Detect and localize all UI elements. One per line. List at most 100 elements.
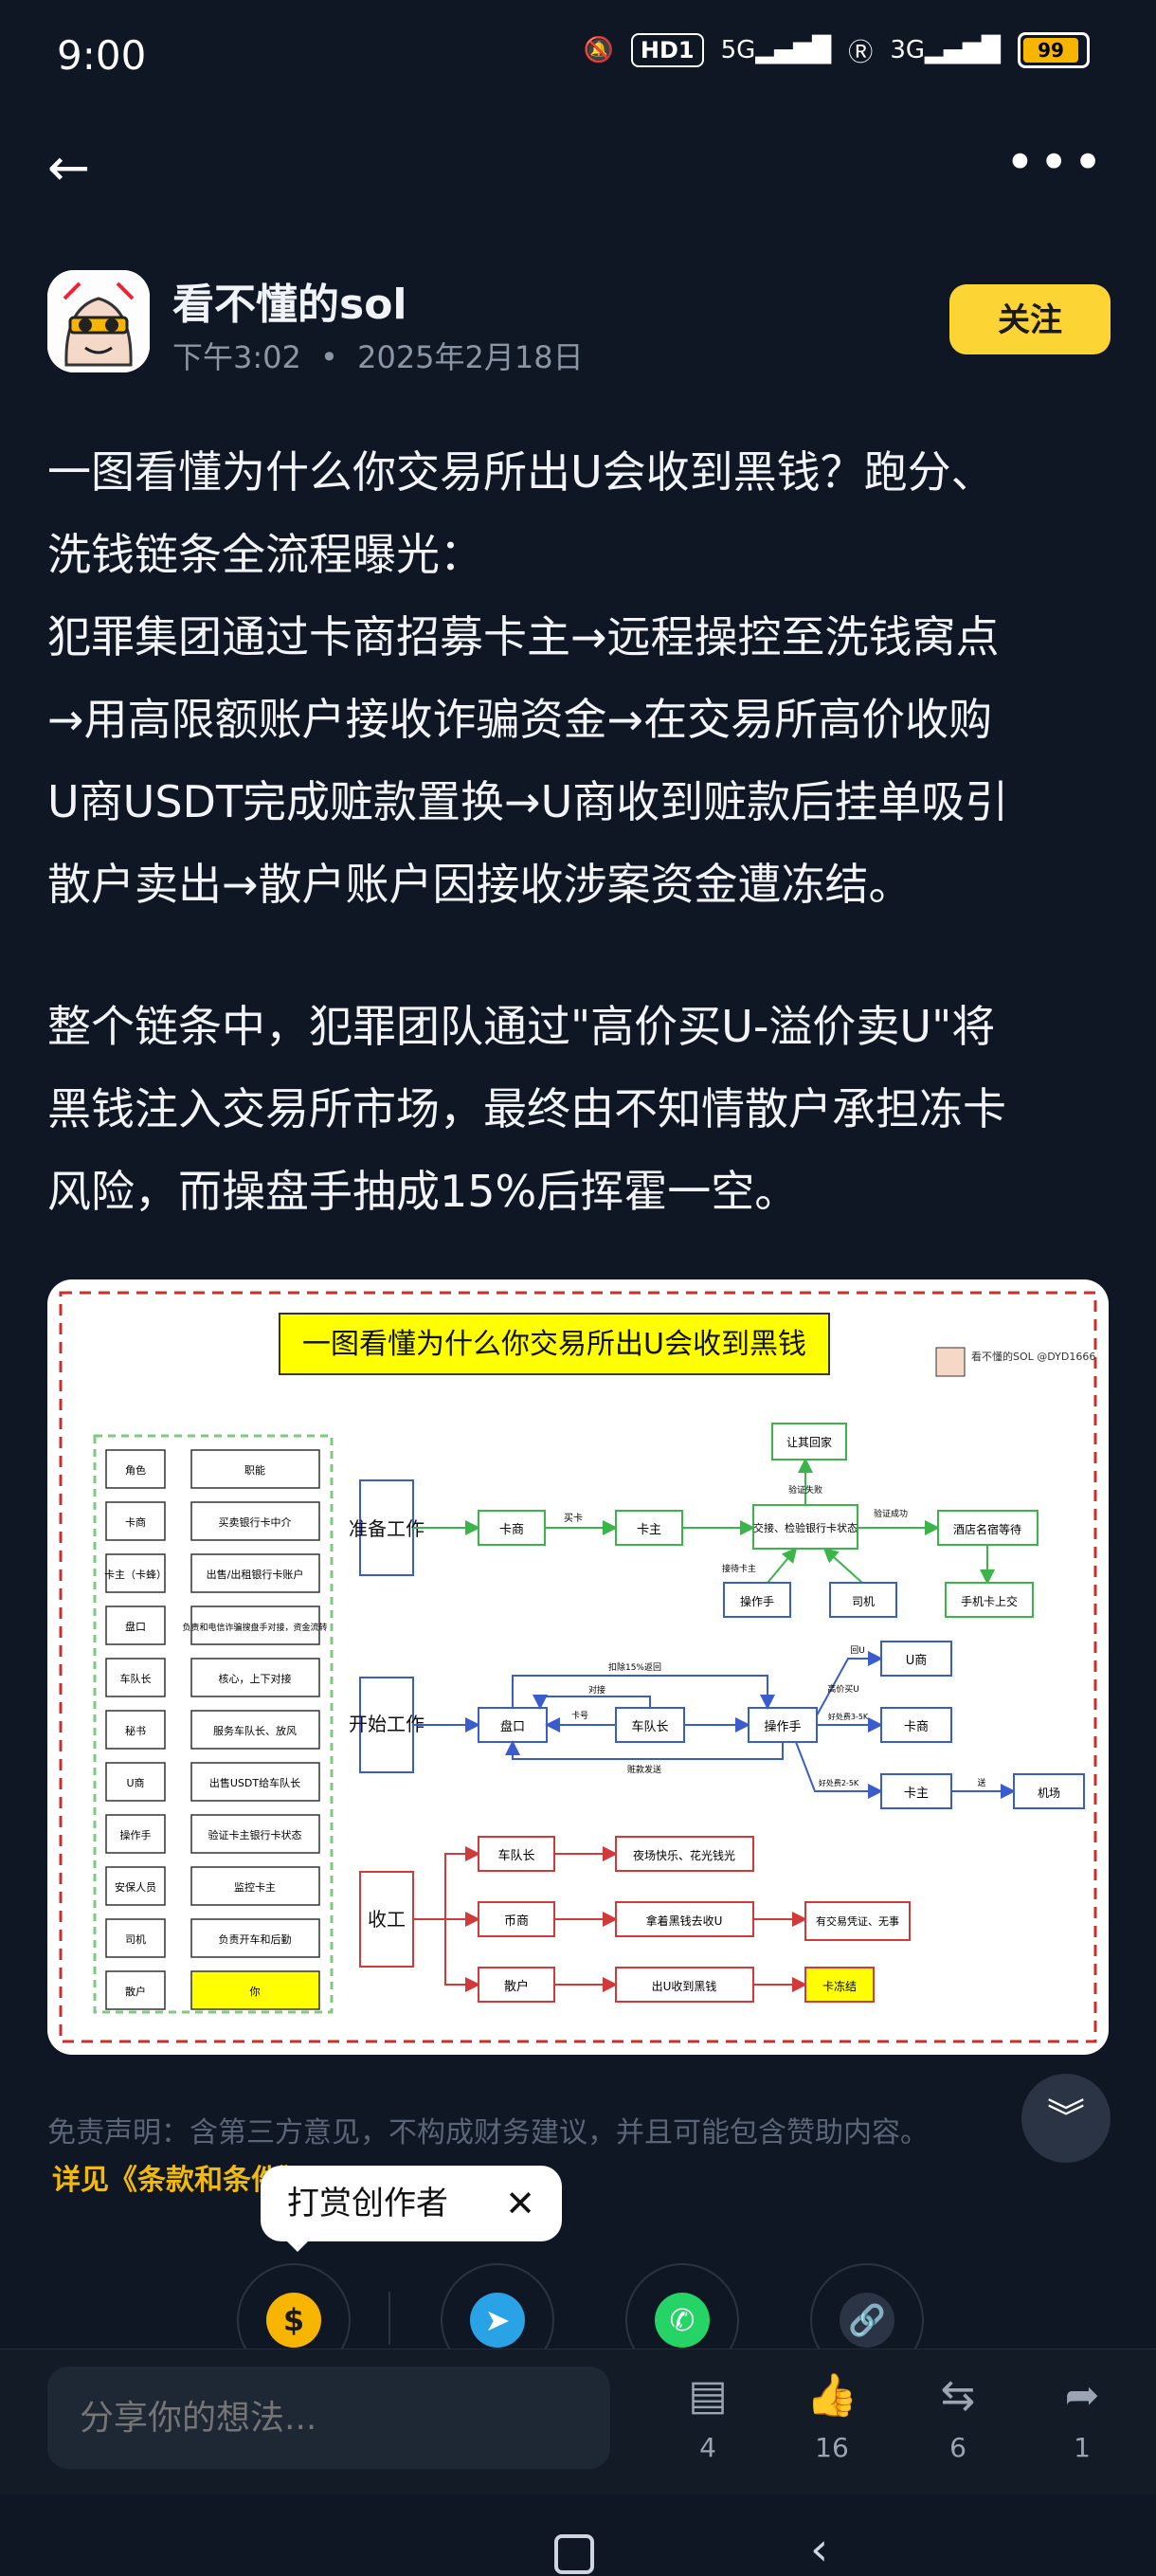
comment-button[interactable]: ▤ 4 [660,2369,755,2463]
role-cell [105,1501,166,1541]
share-whatsapp-button[interactable]: ✆ [625,2263,739,2377]
node-ushang [880,1641,952,1677]
meta-separator: • [320,339,338,375]
comment-count: 4 [699,2432,716,2463]
text-line: →用高限额账户接收诈骗资金→在交易所高价收购 [47,694,993,745]
like-button[interactable]: 👍 16 [785,2369,879,2463]
role-cell [105,1449,166,1489]
repost-button[interactable]: ⇆ 6 [911,2369,1005,2463]
text-line: 犯罪集团通过卡商招募卡主→远程操控至洗钱窝点 [47,611,1000,662]
function-cell [190,1501,320,1541]
text-line: 洗钱链条全流程曝光： [47,529,483,580]
share-button[interactable]: ➦ 1 [1035,2369,1129,2463]
signal-3g-icon: 3G▂▄▆█ [890,36,1001,64]
node-label: 卡商 [904,1720,929,1734]
function-cell [190,1918,320,1958]
node-label: 让其回家 [786,1435,832,1449]
node-label: 散户 [504,1979,529,1994]
share-arrow-icon: ➦ [1064,2371,1100,2420]
function-cell [190,1866,320,1906]
role-cell [105,1553,166,1593]
node-label: 操作手 [764,1719,801,1734]
stage1-flow: 卡商 买卡 卡主 交接、检验银行卡状态 验证失败 让其回家 验证成功 酒店名宿等… [413,1423,1039,1618]
repost-icon: ⇆ [940,2371,976,2420]
follow-button[interactable]: 关注 [949,284,1111,354]
battery-icon: 99 [1018,32,1090,68]
role-name: 散户 [125,1985,146,1998]
stage-box [359,1871,414,1968]
diagram-title: 一图看懂为什么你交易所出U会收到黑钱 [302,1328,806,1361]
post-date: 2025年2月18日 [357,339,584,375]
node-jichang [1013,1773,1085,1809]
flowchart-diagram: 一图看懂为什么你交易所出U会收到黑钱 看不懂的SOL @DYD1666 角色职能… [59,1291,1097,2043]
node-label: 盘口 [500,1719,525,1734]
net-label-2: 3G [890,36,926,64]
tip-popup-arrow [284,2239,311,2252]
stage2-flow: 盘口 卡号 车队长 操作手 扣除15%返回 对接 赃款发送 回U U商 高价买U… [413,1641,1085,1809]
post-image[interactable]: 一图看懂为什么你交易所出U会收到黑钱 看不懂的SOL @DYD1666 角色职能… [47,1279,1109,2055]
edge-label: 接待卡主 [722,1563,756,1574]
more-options-icon[interactable]: ••• [1004,133,1107,192]
registered-icon: Ⓡ [848,38,874,67]
node-sanhu [478,1967,555,2003]
edge-label: 扣除15%返回 [608,1661,661,1673]
node-rangqihuijia [771,1423,847,1460]
node-siji [829,1582,897,1618]
node-label: 交接、检验银行卡状态 [753,1521,858,1534]
edge-label: 验证成功 [874,1508,908,1519]
role-function: 买卖银行卡中介 [219,1515,292,1529]
node-label: 币商 [504,1914,529,1929]
edge-label: 对接 [588,1684,605,1696]
back-arrow-icon[interactable]: ← [47,137,91,197]
role-function: 出售USDT给车队长 [209,1776,300,1789]
function-cell [190,1970,320,2010]
edge-label: 高价买U [827,1683,859,1695]
role-function: 负责和电信诈骗搜盘手对接，资金流转 [182,1622,327,1633]
stage-box [359,1479,414,1576]
role-name: 卡主（卡蜂） [104,1568,167,1581]
role-cell [105,1866,166,1906]
battery-level: 99 [1023,38,1078,63]
edge-label: 送 [977,1777,985,1788]
role-cell [105,1658,166,1697]
repost-count: 6 [949,2432,966,2463]
edge-label: 买卡 [564,1512,583,1524]
role-name: 操作手 [120,1828,152,1841]
role-cell [105,1970,166,2010]
node-kazhu2 [880,1773,952,1809]
like-count: 16 [815,2432,849,2463]
node-label: 有交易凭证、无事 [816,1914,899,1928]
node-label: 车队长 [497,1848,534,1863]
role-name: U商 [126,1776,144,1789]
node-label: 酒店名宿等待 [953,1522,1021,1536]
role-name: 角色 [125,1463,146,1477]
node-label: 卡主 [904,1787,929,1801]
avatar[interactable] [47,270,150,372]
hd-badge: HD1 [630,33,704,67]
node-label: 卡冻结 [822,1979,857,1993]
comment-input[interactable] [47,2367,610,2469]
role-function: 监控卡主 [234,1880,276,1894]
node-kashang [478,1510,546,1546]
function-cell [190,1710,320,1750]
post-time: 下午3:02 [172,339,301,375]
author-name[interactable]: 看不懂的sol [172,281,407,329]
diagram-border [59,1291,1097,2043]
role-name: 安保人员 [115,1880,156,1894]
stage-label: 收工 [368,1908,406,1931]
back-chevron-icon[interactable]: ‹ [810,2523,829,2576]
stage-label: 开始工作 [349,1713,424,1735]
scroll-down-button[interactable]: ︾ [1021,2074,1111,2163]
home-square-icon[interactable] [554,2534,594,2574]
role-name: 司机 [125,1932,146,1946]
function-cell [190,1605,320,1645]
whatsapp-icon: ✆ [655,2293,710,2348]
close-icon[interactable]: ✕ [505,2183,535,2224]
role-cell [105,1710,166,1750]
link-icon: 🔗 [840,2293,894,2348]
copy-link-button[interactable]: 🔗 [810,2263,924,2377]
role-name: 秘书 [125,1724,146,1737]
role-function: 负责开车和后勤 [219,1932,292,1946]
watermark-logo [935,1347,966,1377]
share-divider [388,2292,390,2345]
